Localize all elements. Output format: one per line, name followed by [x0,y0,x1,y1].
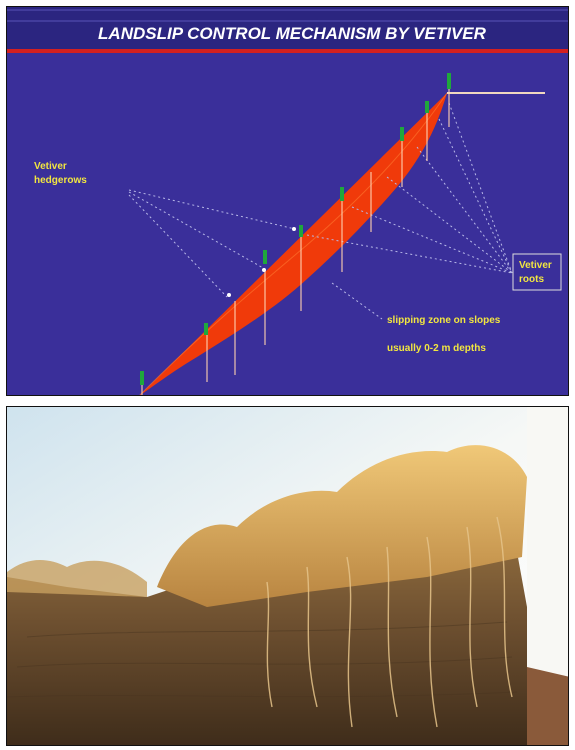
zone-leader [331,282,383,320]
landslip-diagram-panel: LANDSLIP CONTROL MECHANISM BY VETIVER [6,6,569,396]
soil-right [527,667,568,745]
dry-grass-left [7,560,147,597]
zone-label-line2: usually 0-2 m depths [387,343,486,354]
title-red-rule [7,49,568,53]
slope-surface [139,92,448,395]
vetiver-roots [141,87,450,395]
vetiver-plants [140,73,451,385]
vetiver-hedgerow [157,445,527,607]
hedgerows-label-line2: hedgerows [34,175,87,186]
hedgerow-leaders [128,189,296,298]
slip-zone [140,93,447,395]
title-band [7,7,568,51]
exposed-roots [266,516,513,728]
roots-label-line2: roots [519,274,544,285]
vetiver-roots-photo [6,406,569,746]
hedgerow-markers [227,227,296,297]
hedgerows-label-line1: Vetiver [34,161,67,172]
landslip-diagram: LANDSLIP CONTROL MECHANISM BY VETIVER [7,7,568,395]
roots-label-line1: Vetiver [519,260,552,271]
diagram-title: LANDSLIP CONTROL MECHANISM BY VETIVER [98,24,487,43]
root-leaders [306,102,513,274]
photo-illustration [7,407,568,745]
zone-label-line1: slipping zone on slopes [387,315,501,326]
roots-label-box [512,253,562,291]
